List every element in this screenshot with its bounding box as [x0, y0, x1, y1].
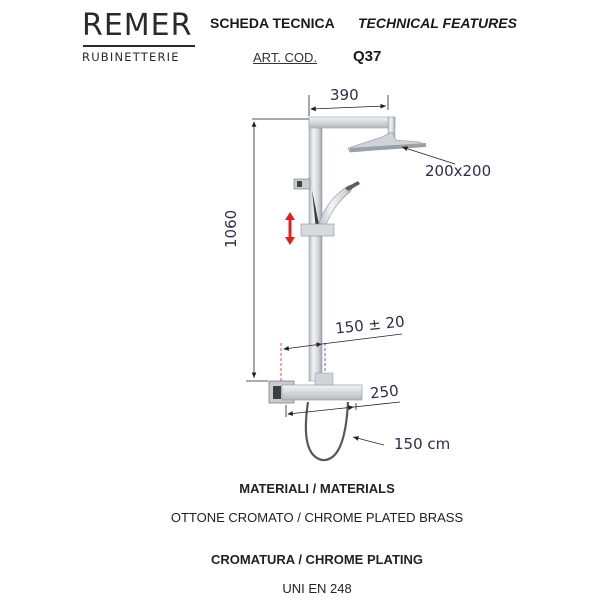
- plating-heading: CROMATURA / CHROME PLATING: [210, 552, 424, 567]
- plating-value: UNI EN 248: [282, 581, 352, 596]
- title-italian: SCHEDA TECNICA: [210, 15, 335, 31]
- shower-riser-pipe: [308, 118, 323, 382]
- brand-logo: REMER: [82, 8, 193, 43]
- title-english: TECHNICAL FEATURES: [358, 15, 517, 31]
- article-code-value: Q37: [353, 48, 382, 65]
- shower-hose: [304, 401, 350, 462]
- hand-shower: [312, 181, 360, 231]
- dim-arm-length: 390: [330, 86, 359, 104]
- dim-hose-length: 150 cm: [394, 435, 451, 453]
- dim-total-height: 1060: [222, 209, 240, 248]
- materials-value: OTTONE CROMATO / CHROME PLATED BRASS: [170, 510, 464, 525]
- head-shower: [347, 131, 427, 153]
- article-code-label: ART. COD.: [253, 50, 318, 65]
- slider-holder: [300, 223, 335, 237]
- dim-mixer-width: 250: [369, 381, 400, 403]
- height-adjust-arrow-icon: [285, 212, 295, 245]
- thermostatic-mixer: [268, 372, 363, 404]
- brand-subtitle: RUBINETTERIE: [82, 50, 180, 64]
- dim-head-size: 200x200: [425, 162, 492, 180]
- brand-divider: [83, 45, 195, 47]
- materials-heading: MATERIALI / MATERIALS: [239, 481, 395, 496]
